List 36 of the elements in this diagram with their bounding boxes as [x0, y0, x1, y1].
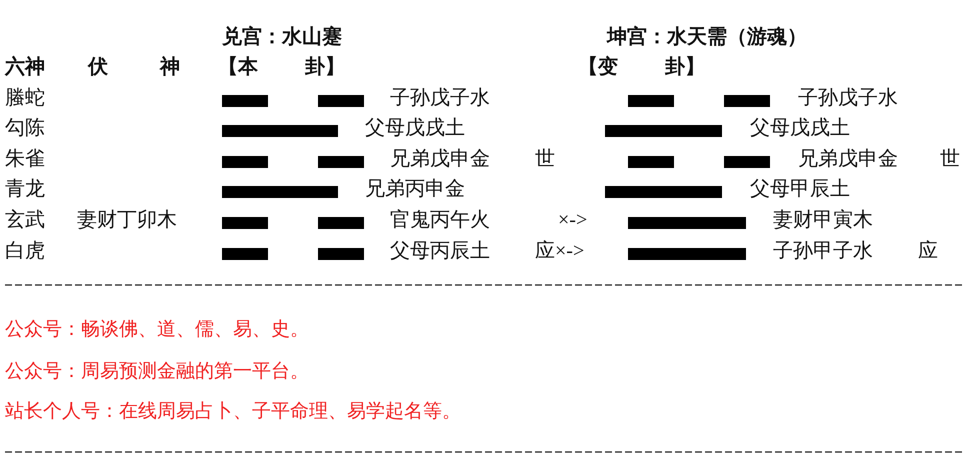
line-text: 妻财丁卯木 — [77, 209, 177, 231]
promo-note: 公众号：周易预测金融的第一平台。 — [5, 361, 309, 383]
hexagram-title: 坤宫：水天需（游魂） — [607, 26, 807, 48]
spirit-name: 玄武 — [5, 209, 45, 231]
promo-note: 站长个人号：在线周易占卜、子平命理、易学起名等。 — [5, 401, 461, 423]
column-header: 神 — [160, 56, 180, 78]
spirit-name: 勾陈 — [5, 117, 45, 139]
line-text: 父母戊戌土 — [750, 117, 850, 139]
column-header: 【变 — [578, 56, 618, 78]
line-text: 父母甲辰土 — [750, 178, 850, 200]
line-mark: 世 — [940, 148, 960, 170]
spirit-name: 朱雀 — [5, 148, 45, 170]
spirit-name: 螣蛇 — [5, 87, 45, 109]
line-mark: 应 — [918, 240, 938, 262]
line-text: 官鬼丙午火 — [390, 209, 490, 231]
column-header: 【本 — [218, 56, 258, 78]
column-header: 卦】 — [305, 56, 345, 78]
spirit-name: 白虎 — [5, 240, 45, 262]
promo-note: 公众号：畅谈佛、道、儒、易、史。 — [5, 319, 309, 341]
line-mark: ×-> — [558, 209, 588, 231]
line-text: 兄弟戊申金 — [798, 148, 898, 170]
line-text: 父母戊戌土 — [365, 117, 465, 139]
line-text: 父母丙辰土 — [390, 240, 490, 262]
column-header: 六神 — [5, 56, 45, 78]
line-text: 子孙甲子水 — [773, 240, 873, 262]
line-mark: 世 — [535, 148, 555, 170]
line-text: 子孙戊子水 — [390, 87, 490, 109]
line-mark: 应×-> — [535, 240, 584, 262]
column-header: 卦】 — [665, 56, 705, 78]
hexagram-title: 兑宫：水山蹇 — [222, 26, 342, 48]
line-text: 兄弟丙申金 — [365, 178, 465, 200]
line-text: 妻财甲寅木 — [773, 209, 873, 231]
line-text: 子孙戊子水 — [798, 87, 898, 109]
column-header: 伏 — [88, 56, 108, 78]
line-text: 兄弟戊申金 — [390, 148, 490, 170]
spirit-name: 青龙 — [5, 178, 45, 200]
